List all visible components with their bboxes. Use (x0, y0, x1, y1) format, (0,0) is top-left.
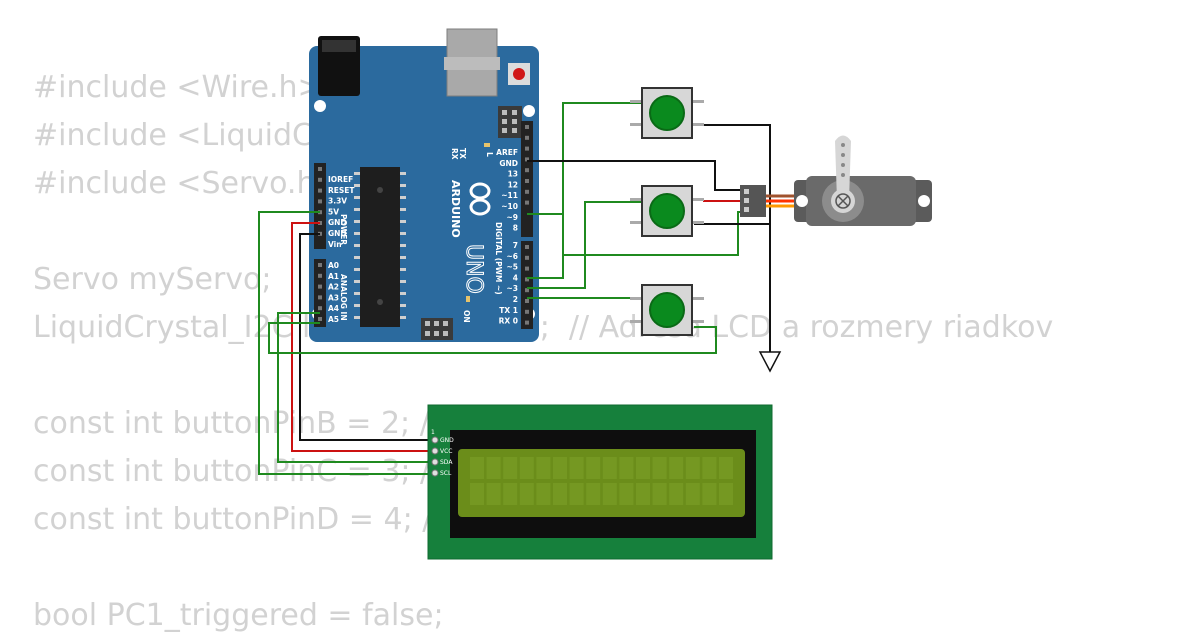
pin-label: ~5 (506, 263, 518, 272)
arduino-brand: ARDUINO (449, 180, 462, 238)
mount-hole (314, 100, 326, 112)
pin-label: 3.3V (328, 197, 347, 206)
icsp-header (498, 106, 522, 138)
wire-pin3-button2 (527, 201, 645, 289)
wire-ground-bus (694, 124, 771, 352)
lcd-pin-label: GND (440, 437, 454, 444)
wire-5v-scl (258, 211, 435, 475)
wires (258, 102, 771, 475)
lcd-pin-header: 1 (431, 429, 435, 436)
button-cap[interactable] (649, 193, 685, 229)
code-line: bool PC1_triggered = false; (33, 598, 444, 633)
digital-pin-labels-bottom: 7 ~6 ~54 ~3 2 TX 1 RX 0 (499, 241, 518, 326)
power-header-label: POWER (339, 214, 348, 245)
pin-label: Vin (328, 240, 342, 249)
lcd-pin-labels: GND VCC SDA SCL (431, 436, 454, 477)
pin-label: IOREF (328, 175, 353, 184)
push-button-3[interactable] (630, 284, 704, 336)
button-cap[interactable] (649, 95, 685, 131)
pin-label: ~10 (501, 202, 518, 211)
lcd-pin-label: VCC (440, 448, 452, 455)
code-line: #include <Wire.h> (33, 70, 323, 105)
pin-label: 5V (328, 207, 339, 216)
pin-label: ~9 (506, 213, 518, 222)
lcd-pin-label: SCL (440, 470, 452, 477)
pin-label: 2 (513, 295, 518, 304)
led-l-label: L (485, 152, 494, 157)
push-button-1[interactable] (630, 87, 704, 139)
led-l (484, 143, 490, 147)
pin-label: 4 (513, 273, 518, 282)
wire-vcc (291, 222, 435, 452)
push-button-2[interactable] (630, 185, 704, 237)
pin-label: RX 0 (499, 317, 518, 326)
pin-label: A1 (328, 272, 339, 281)
pin-label: GND (499, 159, 518, 168)
lcd-screen (458, 449, 745, 517)
pin-label: GND (328, 218, 347, 227)
pin-label: 12 (508, 180, 518, 189)
pin-label: AREF (496, 148, 518, 157)
wire-gnd-lcd (299, 233, 435, 441)
pin-label: 7 (513, 241, 518, 250)
arduino-infinity-logo-icon (469, 182, 491, 216)
pin-label: ~6 (506, 252, 518, 261)
servo-screw-icon (835, 193, 851, 209)
button-cap[interactable] (649, 292, 685, 328)
led-on (466, 296, 470, 302)
code-line: Servo myServo; (33, 262, 272, 297)
servo-horn (835, 135, 851, 200)
power-header (314, 163, 326, 249)
analog-header-label: ANALOG IN (339, 274, 348, 321)
wire-gnd-servo (527, 160, 747, 191)
led-on-label: ON (462, 310, 471, 323)
pin-label: A3 (328, 293, 339, 302)
digital-header-label: DIGITAL (PWM ~) (494, 222, 503, 295)
push-buttons[interactable] (630, 87, 704, 336)
analog-header (314, 259, 326, 327)
pin-label: A4 (328, 304, 339, 313)
arduino-model: UNO (461, 244, 486, 294)
servo-connector (740, 185, 766, 217)
pin-label: A0 (328, 261, 339, 270)
servo-motor[interactable] (740, 135, 932, 227)
mount-hole (523, 105, 535, 117)
pin-label: ~3 (506, 284, 518, 293)
pin-label: A5 (328, 315, 339, 324)
pin-label: GND (328, 229, 347, 238)
led-rx-label: RX (450, 148, 459, 160)
pin-label: RESET (328, 186, 355, 195)
lcd-16x2-i2c[interactable]: 1 GND VCC SDA SCL (427, 404, 773, 560)
pin-label: 13 (508, 170, 518, 179)
code-line: const int buttonPinB = 2; // (33, 406, 440, 441)
pin-label: TX 1 (499, 306, 518, 315)
led-tx-label: TX (458, 148, 467, 159)
pin-label: A2 (328, 283, 339, 292)
wire-pin4-button1 (527, 102, 645, 279)
pin-label: 8 (513, 224, 518, 233)
wire-sda (277, 312, 435, 463)
lcd-pin-label: SDA (440, 459, 453, 466)
digital-header-bottom (521, 241, 533, 329)
ground-symbol-icon (758, 351, 782, 373)
pin-label: ~11 (501, 191, 518, 200)
